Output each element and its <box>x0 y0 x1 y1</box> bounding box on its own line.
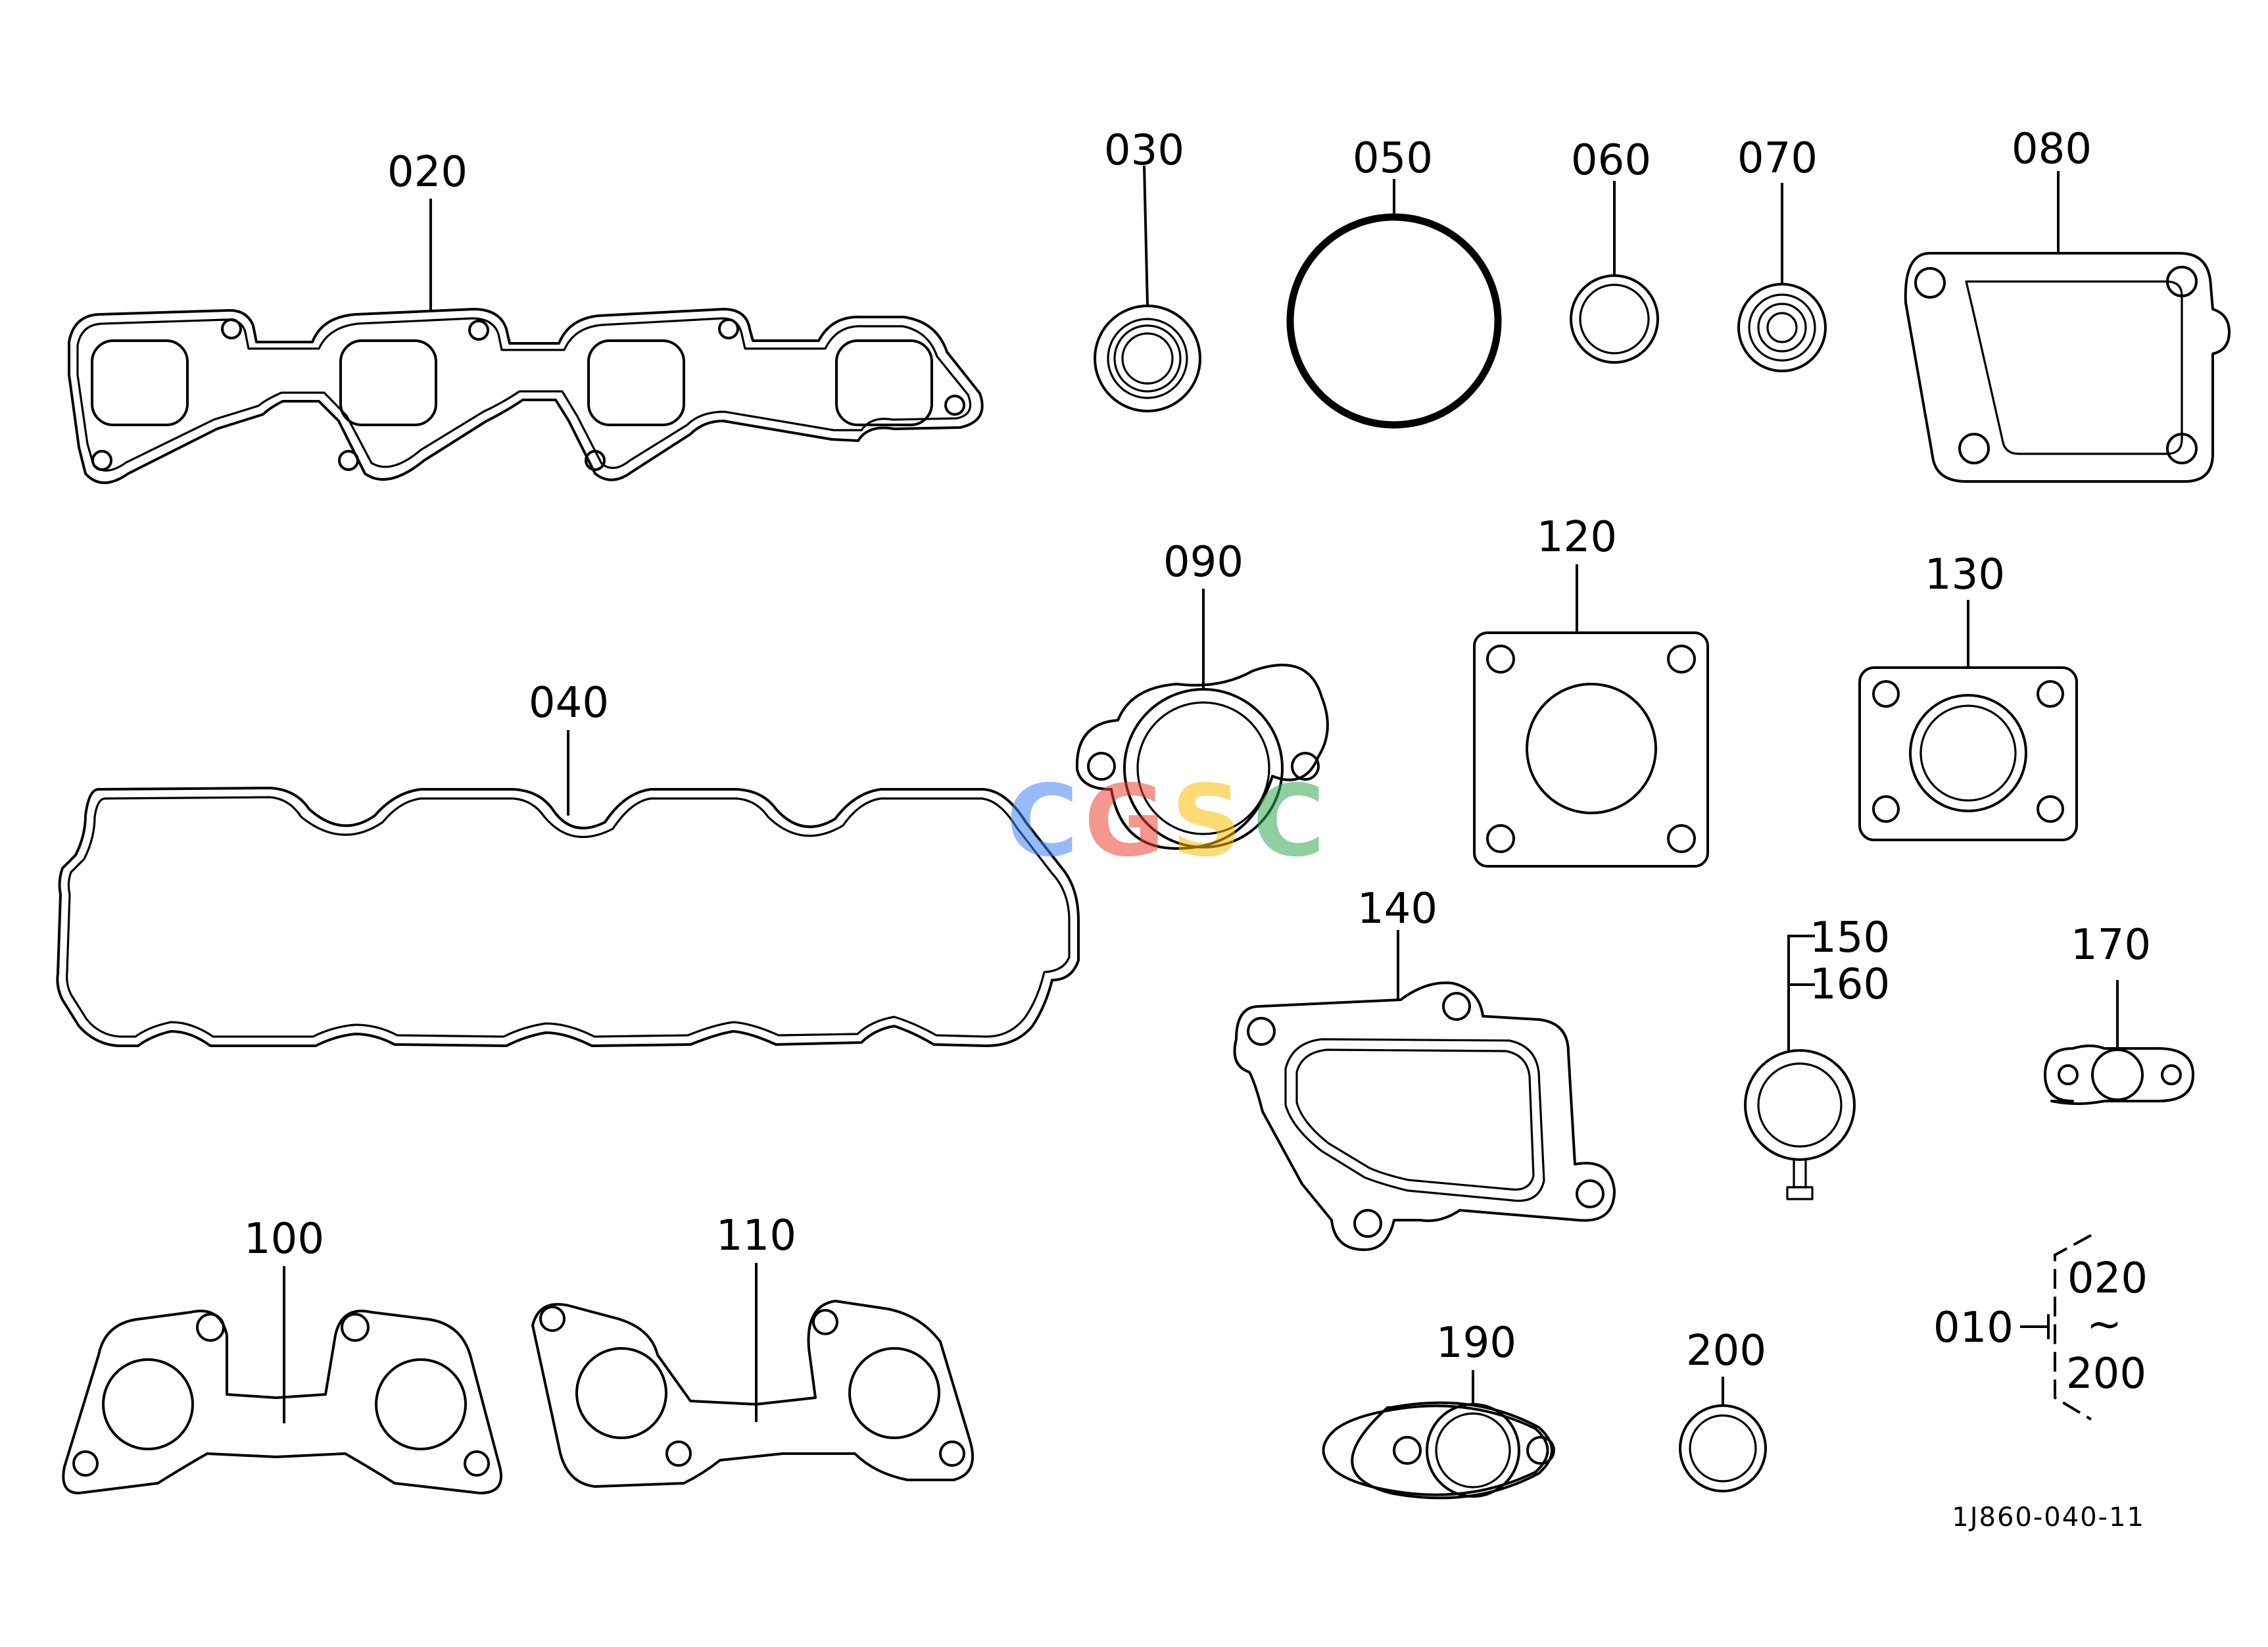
callout-170: 170 <box>2071 921 2151 970</box>
range-from: 020 <box>2067 1254 2148 1303</box>
callout-060: 060 <box>1571 136 1651 185</box>
callout-080: 080 <box>2012 125 2092 174</box>
callout-130: 130 <box>1925 551 2005 599</box>
part-050-o-ring <box>1286 179 1502 429</box>
callout-120: 120 <box>1537 513 1617 562</box>
callout-160: 160 <box>1810 960 1890 1009</box>
part-130-square-gasket <box>1858 600 2078 841</box>
part-200-washer <box>1679 1377 1767 1492</box>
callout-100: 100 <box>244 1215 324 1264</box>
part-040-rocker-cover-gasket <box>56 730 1080 1047</box>
part-060-washer <box>1570 181 1659 364</box>
callout-190: 190 <box>1436 1319 1516 1367</box>
watermark-letter-4: C <box>1253 764 1325 879</box>
callout-140: 140 <box>1357 885 1437 933</box>
range-tilde: ~ <box>2087 1300 2122 1349</box>
callout-110: 110 <box>716 1212 796 1260</box>
callout-200: 200 <box>1686 1327 1766 1375</box>
callout-150: 150 <box>1810 914 1890 962</box>
callout-070: 070 <box>1737 134 1818 183</box>
callout-010: 010 <box>1933 1304 2014 1352</box>
callout-050: 050 <box>1353 134 1433 183</box>
part-090-flange-gasket <box>1075 589 1329 850</box>
watermark-letter-3: S <box>1171 764 1242 879</box>
part-110-manifold-gasket <box>531 1263 975 1488</box>
part-030-seal-ring <box>1094 165 1201 412</box>
part-020-manifold-gasket <box>68 199 984 484</box>
part-010-set-bracket <box>2020 1234 2092 1421</box>
part-190-oval-gasket <box>1322 1370 1555 1500</box>
range-to: 200 <box>2066 1350 2146 1398</box>
callout-020: 020 <box>387 148 468 197</box>
cgsc-watermark: C G S C <box>1006 764 1325 879</box>
callout-040: 040 <box>529 679 609 727</box>
part-080-cover-gasket <box>1904 171 2231 483</box>
part-120-square-gasket <box>1473 564 1709 868</box>
callout-090: 090 <box>1163 538 1243 587</box>
part-140-outlet-gasket <box>1233 930 1616 1251</box>
watermark-letter-2: G <box>1084 764 1165 879</box>
part-150-160-tabbed-ring <box>1744 935 1856 1200</box>
part-100-manifold-gasket <box>62 1266 502 1494</box>
drawing-reference-number: 1J860-040-11 <box>1952 1502 2145 1533</box>
part-070-seal <box>1737 183 1827 372</box>
callout-030: 030 <box>1104 126 1184 175</box>
part-170-oval-gasket <box>2044 980 2194 1105</box>
watermark-letter-1: C <box>1006 764 1078 879</box>
